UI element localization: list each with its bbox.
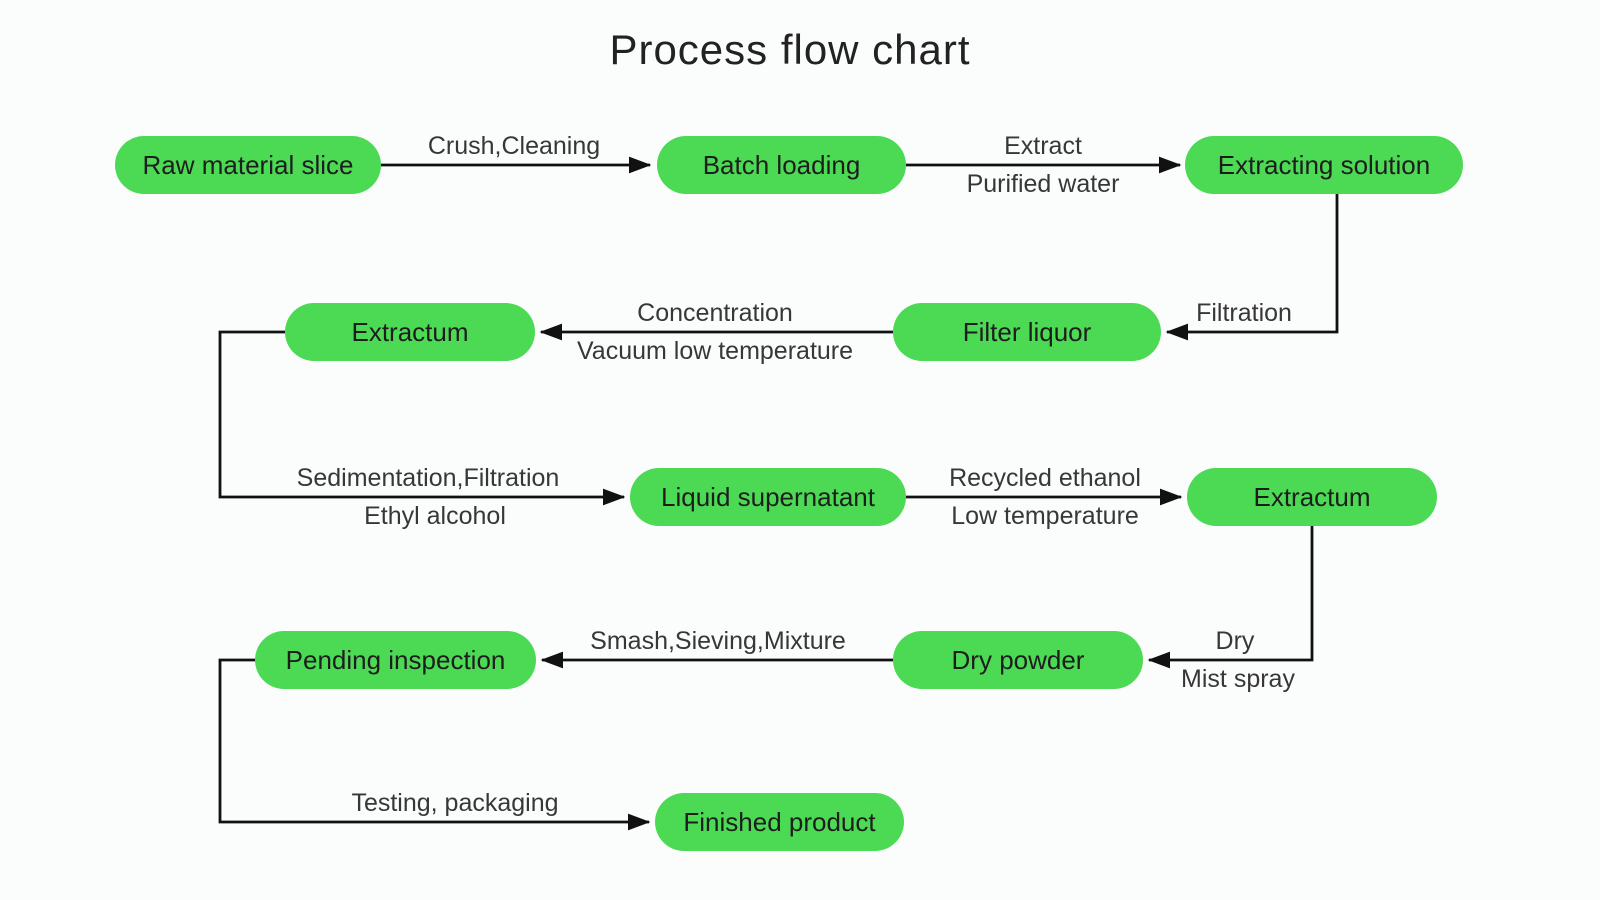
node-extractum-2: Extractum xyxy=(1187,468,1437,526)
connector-pending-to-finished xyxy=(218,658,651,831)
node-finished-product: Finished product xyxy=(655,793,904,851)
edge-label-mist-spray: Mist spray xyxy=(1181,665,1295,693)
edge-label-concentration: Concentration xyxy=(637,299,793,327)
edge-label-sedimentation-filtration: Sedimentation,Filtration xyxy=(296,464,560,492)
edge-label-vacuum-low-temperature: Vacuum low temperature xyxy=(576,337,854,365)
node-pending-inspection: Pending inspection xyxy=(255,631,536,689)
connector-extracting-to-filter xyxy=(1165,194,1339,341)
node-dry-powder: Dry powder xyxy=(893,631,1143,689)
connector-extractum2-to-dry xyxy=(1147,526,1314,669)
edge-label-crush-cleaning: Crush,Cleaning xyxy=(427,132,601,160)
node-raw-material-slice: Raw material slice xyxy=(115,136,381,194)
edge-label-testing-packaging: Testing, packaging xyxy=(351,789,559,817)
connector-extractum1-to-liquid xyxy=(218,330,626,506)
page-title: Process flow chart xyxy=(609,26,971,73)
edge-label-dry: Dry xyxy=(1215,627,1255,655)
node-liquid-supernatant: Liquid supernatant xyxy=(630,468,906,526)
edge-label-smash-sieving-mixture: Smash,Sieving,Mixture xyxy=(590,627,846,655)
node-extracting-solution: Extracting solution xyxy=(1185,136,1463,194)
edge-label-low-temperature: Low temperature xyxy=(951,502,1139,530)
node-filter-liquor: Filter liquor xyxy=(893,303,1161,361)
node-extractum-1: Extractum xyxy=(285,303,535,361)
node-batch-loading: Batch loading xyxy=(657,136,906,194)
edge-label-filtration: Filtration xyxy=(1196,299,1292,327)
edge-label-extract: Extract xyxy=(1004,132,1082,160)
edge-label-purified-water: Purified water xyxy=(966,170,1120,198)
edge-label-recycled-ethanol: Recycled ethanol xyxy=(949,464,1141,492)
edge-label-ethyl-alcohol: Ethyl alcohol xyxy=(364,502,506,530)
